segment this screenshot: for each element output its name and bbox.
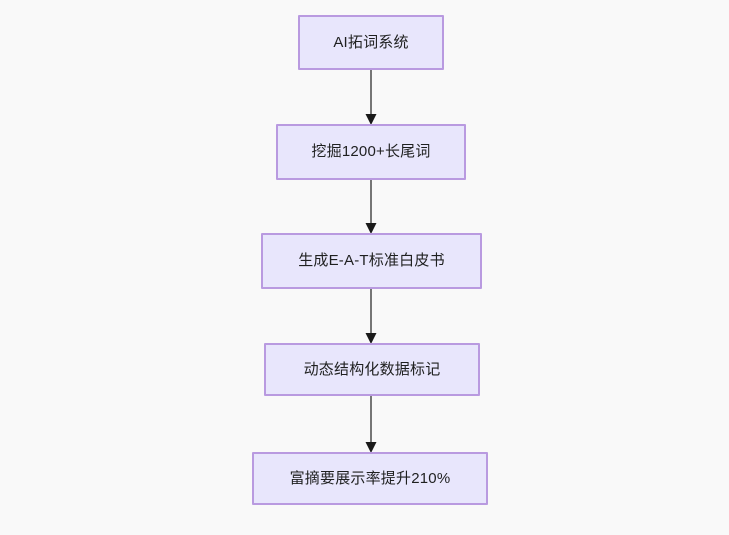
flow-node-dynamic-structured-data-markup[interactable]: 动态结构化数据标记 [264, 343, 480, 396]
arrowhead-icon [365, 442, 377, 453]
flow-node-label: 挖掘1200+长尾词 [311, 143, 431, 160]
flow-node-label: 富摘要展示率提升210% [289, 469, 451, 487]
arrowhead-icon [365, 114, 377, 125]
flow-node-mine-longtail-keywords[interactable]: 挖掘1200+长尾词 [276, 124, 466, 180]
edge-n1-n2 [365, 68, 377, 125]
edge-n2-n3 [365, 178, 377, 234]
edge-n4-n5 [365, 394, 377, 453]
arrowhead-icon [365, 333, 377, 344]
flow-node-rich-snippet-impression-lift[interactable]: 富摘要展示率提升210% [252, 452, 488, 505]
flow-node-label: AI拓词系统 [333, 33, 409, 51]
flow-node-ai-keyword-system[interactable]: AI拓词系统 [298, 15, 444, 70]
flow-node-label: 生成E-A-T标准白皮书 [298, 252, 445, 269]
edge-n3-n4 [365, 287, 377, 344]
arrowhead-icon [365, 223, 377, 234]
flow-node-label: 动态结构化数据标记 [303, 360, 441, 378]
flow-node-generate-eat-whitepaper[interactable]: 生成E-A-T标准白皮书 [261, 233, 482, 289]
